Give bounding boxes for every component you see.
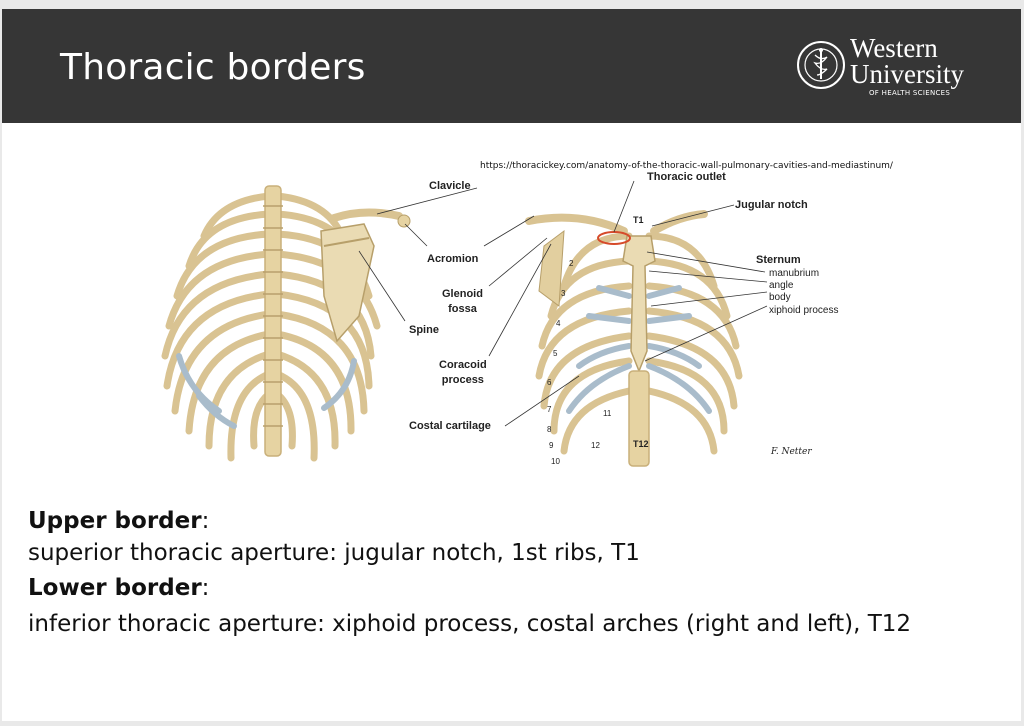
lower-border-heading: Lower border: — [28, 575, 209, 601]
university-logo: Western University OF HEALTH SCIENCES — [796, 31, 966, 101]
label-spine: Spine — [409, 324, 439, 336]
lower-border-title: Lower border — [28, 575, 202, 601]
upper-border-title: Upper border — [28, 508, 202, 534]
image-credit: https://thoracickey.com/anatomy-of-the-t… — [480, 161, 893, 171]
lower-border-text: inferior thoracic aperture: xiphoid proc… — [28, 611, 912, 637]
label-clavicle: Clavicle — [429, 180, 471, 192]
rib-number-3: 3 — [561, 289, 566, 298]
label-angle: angle — [769, 280, 794, 291]
upper-border-text: superior thoracic aperture: jugular notc… — [28, 540, 640, 566]
lower-border-colon: : — [201, 575, 210, 601]
upper-border-heading: Upper border: — [28, 508, 209, 534]
label-coracoid-process: Coracoid process — [439, 359, 487, 386]
anterior-rib-cage — [525, 210, 743, 467]
label-body: body — [769, 292, 791, 303]
slide: Thoracic borders Western University OF H… — [2, 9, 1021, 721]
rib-number-5: 5 — [553, 349, 558, 358]
rib-number-7: 7 — [547, 405, 552, 414]
rib-number-6: 6 — [547, 378, 552, 387]
label-costal-cartilage: Costal cartilage — [409, 420, 491, 432]
label-manubrium: manubrium — [769, 268, 820, 279]
logo-line-2: University — [850, 59, 964, 89]
upper-border-colon: : — [201, 508, 210, 534]
rib-number-9: 9 — [549, 441, 554, 450]
rib-number-2: 2 — [569, 259, 574, 268]
logo-subtitle: OF HEALTH SCIENCES — [869, 89, 951, 97]
logo-line-1: Western — [850, 33, 938, 63]
label-t1: T1 — [633, 215, 644, 225]
rib-number-11: 11 — [603, 409, 612, 418]
posterior-rib-cage — [161, 185, 411, 462]
rib-number-4: 4 — [556, 319, 561, 328]
slide-header: Thoracic borders Western University OF H… — [2, 9, 1021, 123]
rib-number-12: 12 — [591, 441, 600, 450]
netter-signature: F. Netter — [771, 447, 812, 457]
rib-number-10: 10 — [551, 457, 560, 466]
label-jugular-notch: Jugular notch — [735, 199, 808, 211]
label-glenoid-fossa: Glenoid fossa — [442, 288, 483, 315]
label-xiphoid-process: xiphoid process — [769, 305, 839, 316]
label-t12: T12 — [633, 439, 649, 449]
thorax-illustration — [161, 180, 768, 467]
label-sternum: Sternum — [756, 254, 801, 266]
label-thoracic-outlet: Thoracic outlet — [647, 171, 726, 183]
university-seal-icon — [797, 41, 845, 89]
rib-number-8: 8 — [547, 425, 552, 434]
slide-title: Thoracic borders — [60, 47, 366, 88]
label-acromion: Acromion — [427, 253, 479, 265]
thorax-figure: Clavicle Acromion Spine Glenoid fossa Co… — [159, 171, 879, 476]
